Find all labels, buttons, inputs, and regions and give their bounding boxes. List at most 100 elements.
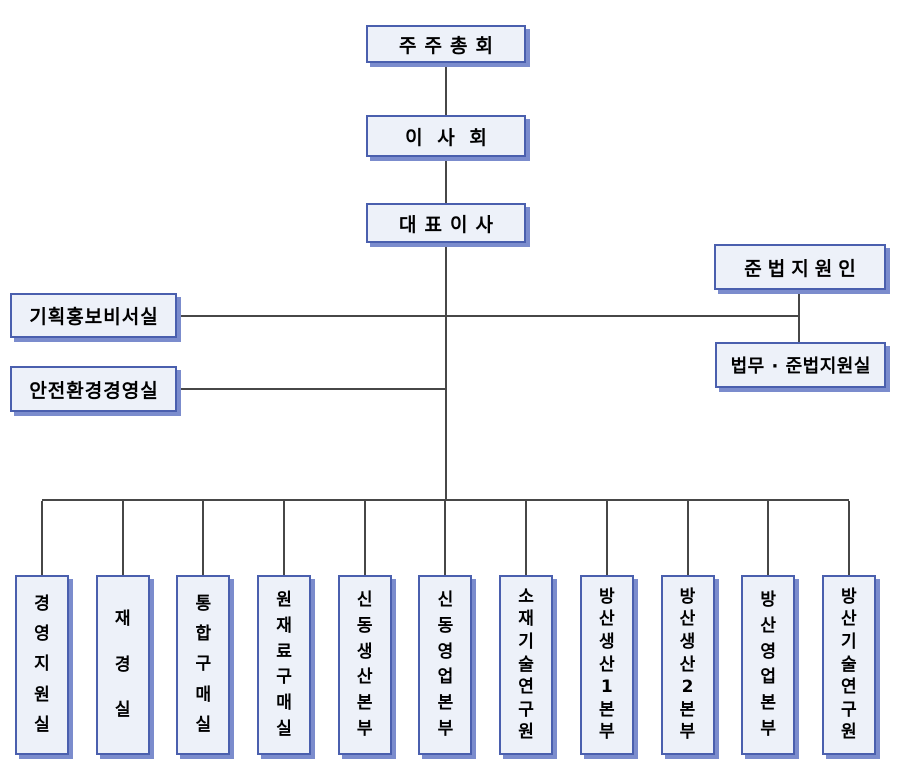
dept-box-char: 산 — [841, 609, 857, 630]
connector-drop-line — [202, 501, 205, 575]
dept-box-char: 연 — [841, 677, 857, 698]
dept-box-char: 매 — [276, 693, 292, 714]
org-box-safety-environment-management: 안전환경경영실 — [10, 366, 177, 412]
dept-box-char: 구 — [276, 667, 292, 688]
connector-drop-line — [605, 501, 608, 575]
dept-box-char: 구 — [518, 699, 534, 720]
dept-box-char: 소 — [518, 586, 534, 607]
dept-box-char: 기 — [518, 631, 534, 652]
dept-box-char: 재 — [114, 609, 131, 630]
connector-planning-compliance — [177, 315, 800, 317]
dept-box-char: 동 — [356, 615, 373, 636]
dept-box-char: 생 — [679, 631, 696, 652]
distribution-line — [42, 499, 849, 501]
dept-box-char: 산 — [679, 609, 696, 630]
dept-box-char: 부 — [437, 719, 454, 740]
dept-box-char: 동 — [437, 615, 454, 636]
dept-box-char: 산 — [760, 615, 776, 636]
dept-box-char: 재 — [276, 615, 292, 636]
dept-box-char: 부 — [598, 722, 615, 743]
dept-box-char: 연 — [518, 677, 534, 698]
dept-box-char: 료 — [276, 641, 292, 662]
dept-box-char: 영 — [437, 641, 454, 662]
dept-box-char: 술 — [518, 654, 534, 675]
dept-box-char: 신 — [356, 589, 373, 610]
dept-box-char: 영 — [34, 624, 50, 645]
dept-box-char: 방 — [598, 586, 615, 607]
dept-box-char: 실 — [114, 699, 131, 720]
connector-drop-line — [686, 501, 689, 575]
dept-box-char: 재 — [518, 609, 534, 630]
connector-board-ceo — [445, 157, 447, 203]
dept-box-char: 산 — [598, 654, 615, 675]
dept-box-char: 합 — [195, 624, 212, 645]
dept-box-char: 산 — [679, 654, 696, 675]
org-box-label: 대표이사 — [399, 213, 501, 236]
org-box-legal-compliance-office: 법무 · 준법지원실 — [715, 342, 886, 388]
org-box-label: 안전환경경영실 — [29, 379, 159, 402]
dept-box-char: 원 — [841, 722, 857, 743]
dept-box-char: 생 — [356, 641, 373, 662]
dept-box-char: 지 — [34, 654, 50, 675]
connector-drop-line — [41, 501, 43, 575]
dept-box-char: 원 — [276, 589, 292, 610]
dept-box-char: 실 — [34, 714, 50, 735]
connector-drop-line — [363, 501, 366, 575]
org-box-label: 기획홍보비서실 — [29, 306, 159, 328]
dept-box-char: 원 — [518, 722, 534, 743]
connector-drop-line — [847, 501, 850, 575]
org-box-compliance-officer: 준법지원인 — [714, 244, 886, 290]
connector-compliance-legal — [798, 290, 800, 342]
dept-box-char: 원 — [34, 684, 50, 705]
org-box-planning-pr-secretariat: 기획홍보비서실 — [10, 293, 177, 338]
dept-box-char: 산 — [598, 609, 615, 630]
org-box-label: 주주총회 — [399, 34, 501, 57]
dept-box-char: 방 — [760, 589, 776, 610]
dept-box-char: 매 — [195, 684, 212, 705]
dept-box-char: 부 — [679, 722, 696, 743]
org-box-board-of-directors: 이 사 회 — [366, 115, 526, 157]
org-box-label: 법무 · 준법지원실 — [730, 356, 871, 377]
dept-box-char: 본 — [679, 699, 696, 720]
connector-drop-line — [525, 501, 528, 575]
org-box-ceo: 대표이사 — [366, 203, 526, 243]
connector-drop-line — [444, 501, 447, 575]
dept-box-char: 본 — [598, 699, 615, 720]
connector-shareholders-board — [445, 63, 447, 115]
org-box-label: 준법지원인 — [744, 257, 862, 280]
dept-box-char: 실 — [195, 714, 212, 735]
dept-box-char: 통 — [195, 594, 212, 615]
dept-box-char: 경 — [34, 594, 50, 615]
dept-box-char: 산 — [356, 667, 373, 688]
dept-box-char: 실 — [276, 719, 292, 740]
connector-ceo-trunk — [445, 243, 447, 501]
dept-box-char: 술 — [841, 654, 857, 675]
connector-drop-line — [283, 501, 286, 575]
dept-box-char: 영 — [760, 641, 776, 662]
dept-box-char: 업 — [760, 667, 776, 688]
org-box-label: 이 사 회 — [405, 126, 491, 149]
dept-box-char: 부 — [356, 719, 373, 740]
dept-box-char: 본 — [760, 693, 776, 714]
dept-box-char: 부 — [760, 719, 776, 740]
dept-box-char: 생 — [598, 631, 615, 652]
dept-box-char: 기 — [841, 631, 857, 652]
